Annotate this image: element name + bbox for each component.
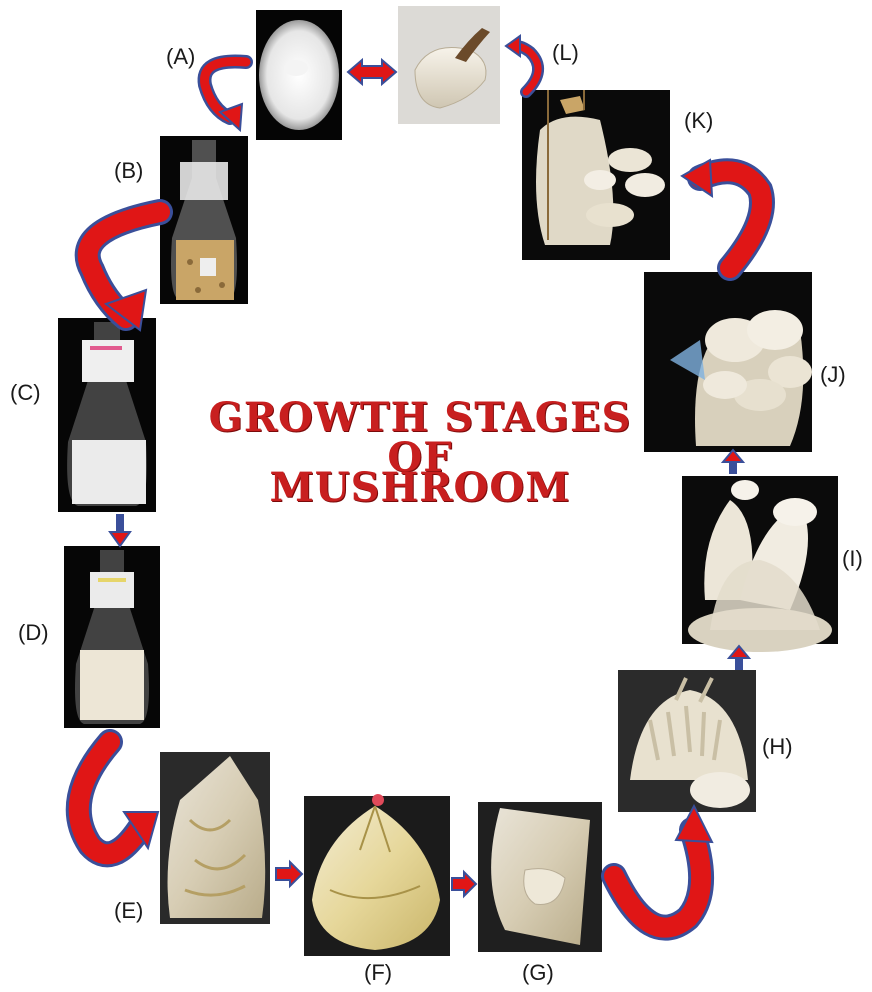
stage-a-photo bbox=[256, 10, 342, 140]
diagram-title-line-2: MUSHROOM bbox=[180, 468, 660, 508]
arrow-f-to-g bbox=[452, 872, 476, 896]
stage-label-h: (H) bbox=[762, 734, 793, 760]
stage-label-b: (B) bbox=[114, 158, 143, 184]
stage-h-photo bbox=[618, 670, 756, 812]
stage-k-photo bbox=[522, 90, 670, 260]
stage-label-i: (I) bbox=[842, 546, 863, 572]
stage-c-photo bbox=[58, 318, 156, 512]
stage-label-e: (E) bbox=[114, 898, 143, 924]
stage-g-photo bbox=[478, 802, 602, 952]
stage-f-photo bbox=[304, 794, 450, 956]
arrow-a-to-b bbox=[205, 61, 246, 130]
stage-label-l: (L) bbox=[552, 40, 579, 66]
arrow-e-to-f bbox=[276, 862, 302, 886]
stage-label-k: (K) bbox=[684, 108, 713, 134]
arrow-i-to-j bbox=[723, 450, 743, 474]
stage-d-photo bbox=[64, 546, 160, 728]
stage-label-g: (G) bbox=[522, 960, 554, 986]
stage-l-photo bbox=[398, 6, 500, 124]
arrow-c-to-d bbox=[110, 514, 130, 546]
arrow-g-to-h bbox=[614, 806, 712, 928]
stage-label-j: (J) bbox=[820, 362, 846, 388]
stage-label-d: (D) bbox=[18, 620, 49, 646]
arrow-b-to-c bbox=[88, 212, 160, 330]
arrow-k-to-l bbox=[506, 36, 538, 92]
stage-e-photo bbox=[160, 752, 270, 924]
stage-j-photo bbox=[644, 272, 812, 452]
stage-label-f: (F) bbox=[364, 960, 392, 986]
stage-label-c: (C) bbox=[10, 380, 41, 406]
stage-i-photo bbox=[682, 476, 838, 652]
arrow-d-to-e bbox=[79, 742, 158, 854]
arrow-a-to-l bbox=[348, 60, 396, 84]
arrow-j-to-k bbox=[682, 160, 762, 268]
stage-label-a: (A) bbox=[166, 44, 195, 70]
stage-b-photo bbox=[160, 136, 248, 304]
